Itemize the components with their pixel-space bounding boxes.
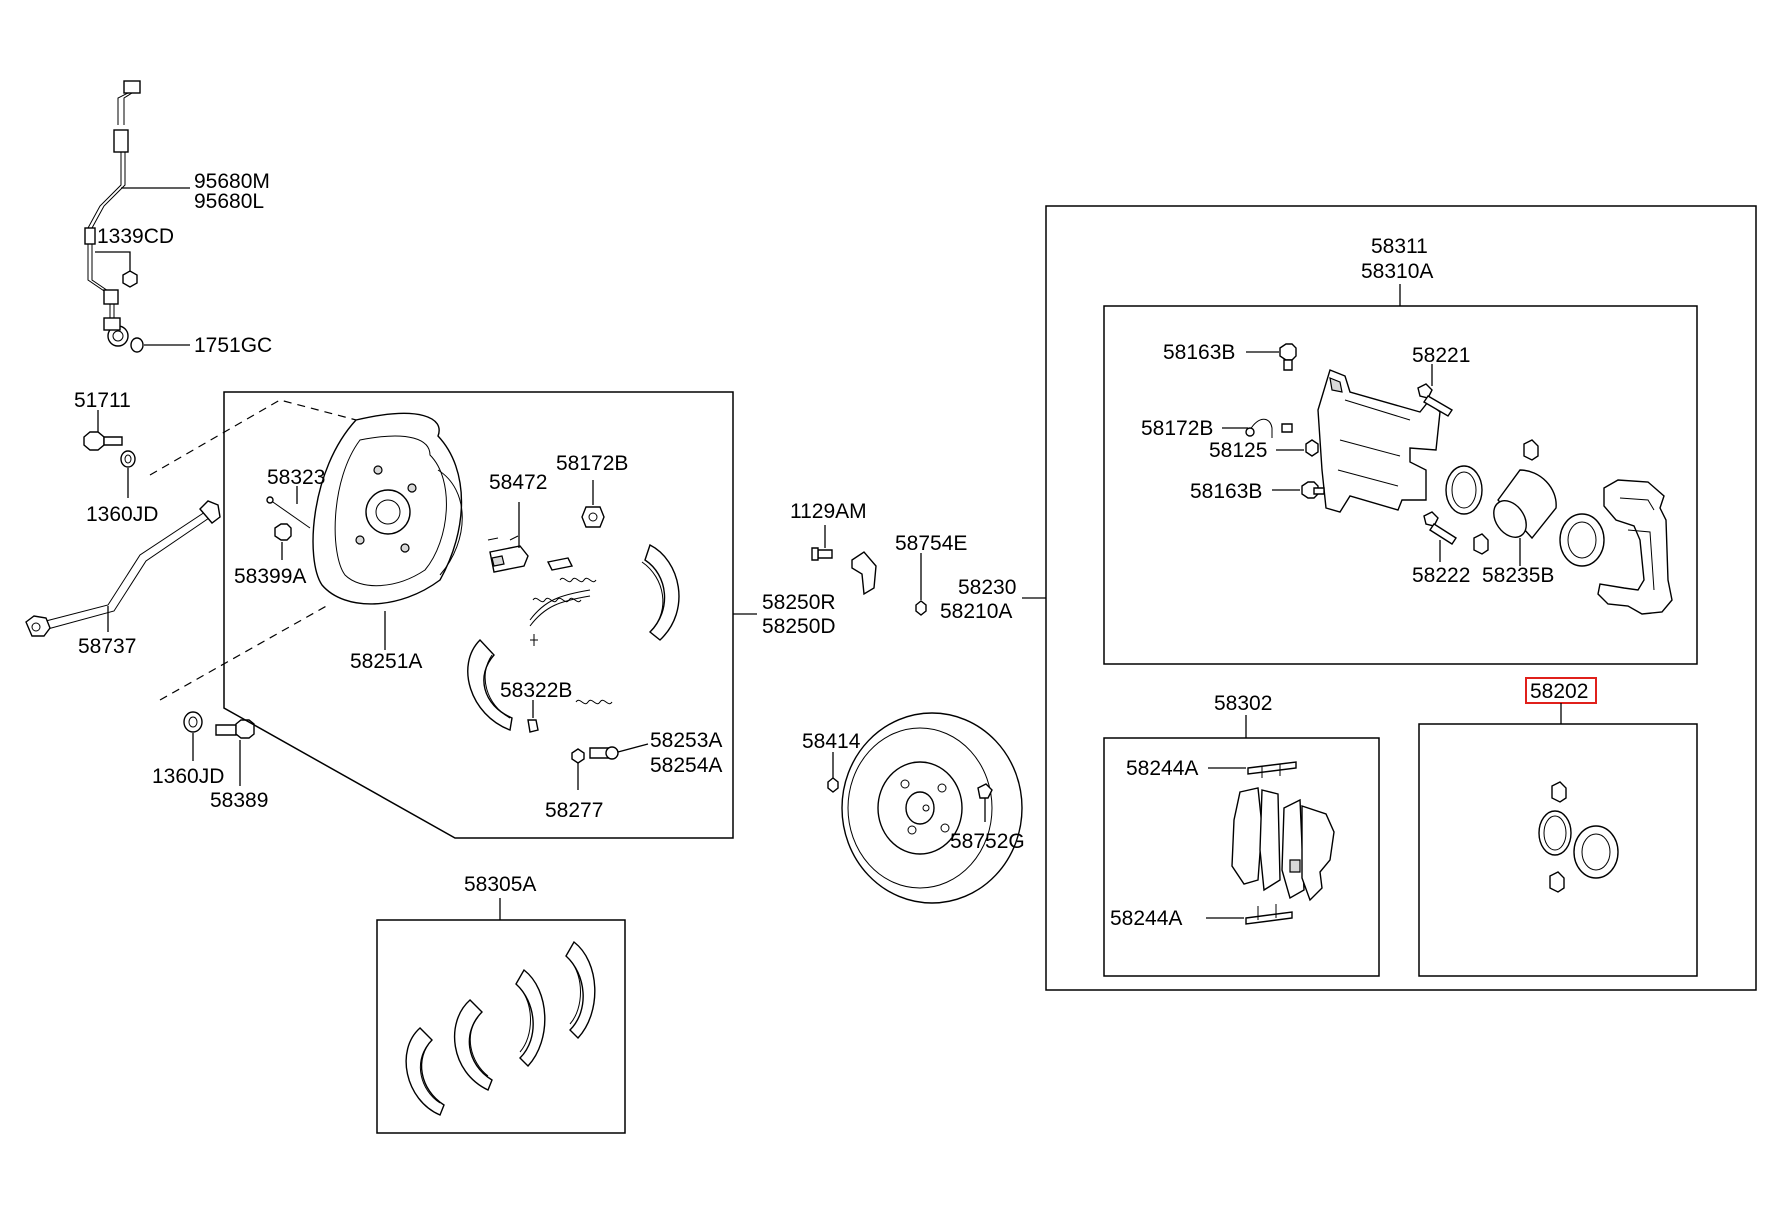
springs-hardware-icon[interactable] (529, 557, 613, 705)
label-58221: 58221 (1412, 344, 1470, 367)
washer-1360jd-top-icon[interactable] (120, 450, 136, 468)
bolt-51711-icon[interactable] (83, 431, 123, 451)
bolt-58163b-top-icon[interactable] (1279, 343, 1297, 371)
brake-pads-icon[interactable] (1231, 787, 1335, 902)
label-58210a: 58210A (940, 600, 1012, 623)
nut-58125-icon[interactable] (1305, 439, 1319, 457)
piston-seal-icon[interactable] (1445, 465, 1483, 515)
nut-1339cd-icon[interactable] (122, 270, 138, 288)
guide-pin-58222-icon[interactable] (1423, 511, 1457, 545)
label-58754e: 58754E (895, 532, 967, 555)
caliper-housing-icon[interactable] (1317, 369, 1441, 513)
washer-1751gc-icon[interactable] (130, 337, 144, 353)
guide-pin-58221-icon[interactable] (1417, 383, 1453, 417)
label-58172b-caliper: 58172B (1141, 417, 1213, 440)
pad-kit-58302-outline (1103, 737, 1380, 977)
brake-shoe-right-icon[interactable] (641, 544, 680, 641)
shoe-kit-58305a-outline (376, 919, 626, 1134)
screw-58752g-icon[interactable] (977, 783, 993, 799)
nut-58414-icon[interactable] (827, 777, 839, 793)
label-1360jd-bottom: 1360JD (152, 765, 224, 788)
bolt-58163b-bottom-icon[interactable] (1301, 481, 1325, 499)
caliper-bracket-icon[interactable] (1597, 479, 1673, 615)
adjuster-58472-icon[interactable] (487, 535, 529, 573)
label-58737: 58737 (78, 635, 136, 658)
label-58323: 58323 (267, 466, 325, 489)
nut-58754e-icon[interactable] (915, 600, 927, 616)
label-58235b: 58235B (1482, 564, 1554, 587)
caliper-58310a-outline (1103, 305, 1698, 665)
spring-58322b-icon[interactable] (527, 719, 539, 733)
label-58254a: 58254A (650, 754, 722, 777)
label-58305a: 58305A (464, 873, 536, 896)
dust-boot-icon[interactable] (1559, 513, 1605, 567)
label-58172b-drum: 58172B (556, 452, 628, 475)
bracket-icon[interactable] (851, 551, 877, 596)
shoe-kit-shoes-icon[interactable] (405, 940, 596, 1116)
pad-clip-top-icon[interactable] (1247, 761, 1297, 778)
clip-58172b-caliper-icon[interactable] (1245, 418, 1293, 438)
label-58253a: 58253A (650, 729, 722, 752)
bolt-1129am-icon[interactable] (811, 547, 833, 561)
seal-kit-parts-icon[interactable] (1538, 781, 1619, 893)
label-58250d: 58250D (762, 615, 836, 638)
label-58310a: 58310A (1361, 260, 1433, 283)
label-58322b: 58322B (500, 679, 572, 702)
label-58752g: 58752G (950, 830, 1025, 853)
label-1360jd-top: 1360JD (86, 503, 158, 526)
seal-kit-58202-outline (1418, 723, 1698, 977)
pin-58323-icon[interactable] (266, 496, 311, 529)
caliper-assembly-58230-outline (1045, 205, 1757, 991)
label-58472: 58472 (489, 471, 547, 494)
bleeder-58277-icon[interactable] (571, 748, 585, 764)
label-58244a-top: 58244A (1126, 757, 1198, 780)
piston-58235b-icon[interactable] (1487, 469, 1557, 543)
label-58222: 58222 (1412, 564, 1470, 587)
guide-boot-bottom-icon[interactable] (1473, 533, 1489, 555)
label-58202[interactable]: 58202 (1530, 680, 1588, 703)
label-1751gc: 1751GC (194, 334, 272, 357)
backing-plate-58251a-icon[interactable] (312, 412, 463, 605)
label-58163b-top: 58163B (1163, 341, 1235, 364)
wheel-cylinder-58253a-icon[interactable] (589, 746, 619, 760)
label-58125: 58125 (1209, 439, 1267, 462)
brake-hose-assembly[interactable] (84, 80, 141, 347)
drum-brake-group-outline (223, 391, 734, 839)
guide-boot-top-icon[interactable] (1523, 439, 1539, 461)
label-58244a-bottom: 58244A (1110, 907, 1182, 930)
label-58414: 58414 (802, 730, 861, 753)
label-1339cd: 1339CD (97, 225, 174, 248)
label-58277: 58277 (545, 799, 603, 822)
spring-cup-58399a-icon[interactable] (274, 523, 292, 541)
label-58163b-bottom: 58163B (1190, 480, 1262, 503)
label-58302: 58302 (1214, 692, 1272, 715)
brake-disc-58414-icon[interactable] (841, 712, 1023, 904)
label-58250r: 58250R (762, 591, 836, 614)
clip-58172b-drum-icon[interactable] (581, 506, 605, 528)
label-58311: 58311 (1371, 235, 1428, 258)
pad-clip-bottom-icon[interactable] (1245, 904, 1293, 925)
bolt-58389-icon[interactable] (215, 719, 255, 739)
label-51711: 51711 (74, 389, 131, 412)
label-58251a: 58251A (350, 650, 422, 673)
label-58230: 58230 (958, 576, 1016, 599)
brake-tube-58737-icon[interactable] (25, 500, 221, 637)
label-58399a: 58399A (234, 565, 306, 588)
label-95680m: 95680M (194, 170, 270, 193)
label-58389: 58389 (210, 789, 268, 812)
brake-shoe-left-icon[interactable] (467, 638, 513, 731)
label-1129am: 1129AM (790, 500, 867, 523)
washer-1360jd-bottom-icon[interactable] (183, 711, 203, 733)
label-95680l: 95680L (194, 190, 264, 213)
